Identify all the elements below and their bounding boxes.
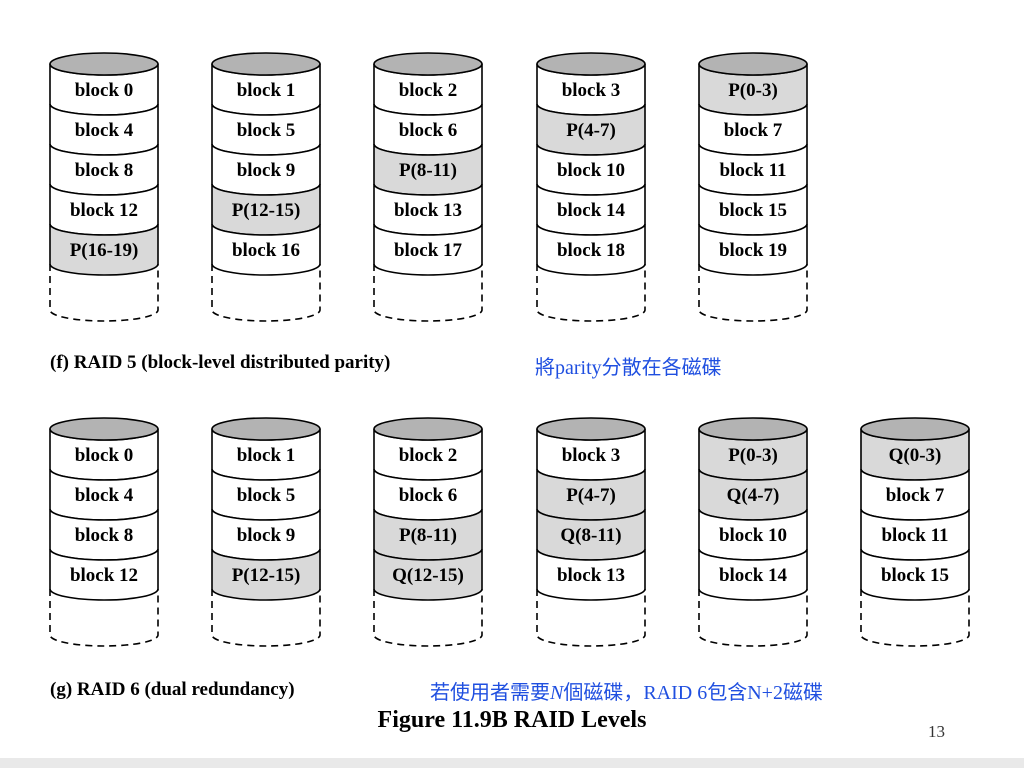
disk-top [373,417,483,441]
stripe-label: block 2 [399,80,458,101]
stripe-label: Q(4-7) [727,485,780,506]
empty-disk-space [211,589,321,647]
raid5-caption: (f) RAID 5 (block-level distributed pari… [50,352,391,373]
stripe-label: block 7 [886,485,945,506]
disk-top [211,52,321,76]
stripe-label: block 18 [557,240,625,261]
stripe-label: block 6 [399,485,458,506]
stripe-label: Q(12-15) [392,565,464,586]
disk-top [536,417,646,441]
raid6-disk-3: block 2 block 6 P(8-11) Q(12-15) [373,417,483,647]
stripe-label: P(0-3) [728,445,778,466]
empty-disk-space [698,264,808,322]
stripe-label: block 12 [70,565,138,586]
stripe-label: block 14 [557,200,626,221]
raid5-disk-3: block 2 block 6 P(8-11) block 13 block 17 [373,52,483,322]
stripe-label: P(4-7) [566,120,616,141]
raid6-caption: (g) RAID 6 (dual redundancy) [50,679,295,700]
raid5-disk-5: P(0-3) block 7 block 11 block 15 block 19 [698,52,808,322]
empty-disk-space [860,589,970,647]
stripe-label: P(8-11) [399,525,457,546]
stripe-label: block 1 [237,445,296,466]
raid6-note-part2: 個磁碟，RAID 6包含N+2磁碟 [563,682,823,704]
stripe-label: block 13 [557,565,625,586]
stripe-label: P(8-11) [399,160,457,181]
stripe-label: block 15 [881,565,949,586]
raid6-note: 若使用者需要N個磁碟，RAID 6包含N+2磁碟 [430,676,823,705]
stripe-label: block 15 [719,200,787,221]
raid6-disk-1: block 0 block 4 block 8 block 12 [49,417,159,647]
disk-top [49,52,159,76]
disk-top [698,52,808,76]
disk-top [49,417,159,441]
stripe-label: block 19 [719,240,787,261]
page-number: 13 [928,722,945,741]
stripe-label: block 4 [75,120,134,141]
empty-disk-space [536,264,646,322]
stripe-label: block 13 [394,200,462,221]
disk-top [373,52,483,76]
stripe-label: block 11 [719,160,786,181]
disk-top [536,52,646,76]
stripe-label: P(4-7) [566,485,616,506]
stripe-label: block 0 [75,80,134,101]
bottom-divider [0,758,1024,768]
empty-disk-space [373,589,483,647]
stripe-label: block 10 [557,160,625,181]
stripe-label: block 0 [75,445,134,466]
empty-disk-space [49,589,159,647]
raid6-disk-6: Q(0-3) block 7 block 11 block 15 [860,417,970,647]
stripe-label: block 8 [75,160,134,181]
stripe-label: block 11 [881,525,948,546]
raid6-note-italic: N [550,682,564,704]
disk-top [860,417,970,441]
stripe-label: block 17 [394,240,463,261]
stripe-label: block 2 [399,445,458,466]
raid6-disk-5: P(0-3) Q(4-7) block 10 block 14 [698,417,808,647]
raid6-note-part1: 若使用者需要 [430,682,550,704]
stripe-label: P(12-15) [232,565,301,586]
stripe-label: block 3 [562,445,621,466]
figure-title: Figure 11.9B RAID Levels [377,707,647,733]
stripe-label: block 10 [719,525,787,546]
stripe-label: Q(8-11) [560,525,621,546]
stripe-label: block 6 [399,120,458,141]
stripe-label: P(16-19) [70,240,139,261]
stripe-label: block 5 [237,120,296,141]
stripe-label: P(0-3) [728,80,778,101]
raid6-disk-4: block 3 P(4-7) Q(8-11) block 13 [536,417,646,647]
stripe-label: P(12-15) [232,200,301,221]
stripe-label: block 9 [237,160,296,181]
raid5-disk-4: block 3 P(4-7) block 10 block 14 block 18 [536,52,646,322]
empty-disk-space [698,589,808,647]
raid5-disk-1: block 0 block 4 block 8 block 12 P(16-19) [49,52,159,322]
stripe-label: block 14 [719,565,788,586]
disk-top [698,417,808,441]
empty-disk-space [373,264,483,322]
stripe-label: block 9 [237,525,296,546]
raid6-disk-2: block 1 block 5 block 9 P(12-15) [211,417,321,647]
stripe-label: block 12 [70,200,138,221]
empty-disk-space [536,589,646,647]
stripe-label: block 8 [75,525,134,546]
empty-disk-space [49,264,159,322]
stripe-label: block 4 [75,485,134,506]
stripe-label: block 3 [562,80,621,101]
stripe-label: block 16 [232,240,300,261]
stripe-label: Q(0-3) [889,445,942,466]
raid5-note: 將parity分散在各磁碟 [535,357,722,379]
raid5-disk-2: block 1 block 5 block 9 P(12-15) block 16 [211,52,321,322]
empty-disk-space [211,264,321,322]
stripe-label: block 7 [724,120,783,141]
disk-top [211,417,321,441]
stripe-label: block 5 [237,485,296,506]
stripe-label: block 1 [237,80,296,101]
